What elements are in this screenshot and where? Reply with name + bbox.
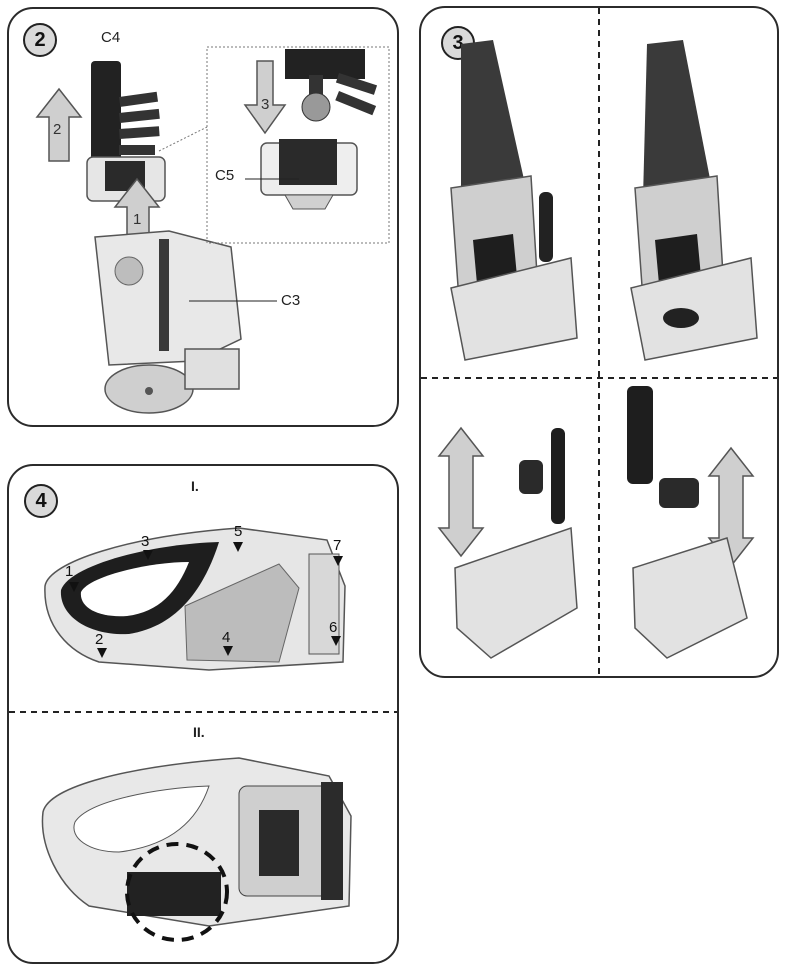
- screw-label: 4: [222, 629, 230, 646]
- detail-box: 3: [158, 46, 390, 244]
- step-badge: 2: [23, 23, 57, 57]
- arrow-number: 2: [53, 121, 61, 138]
- label-c5: C5: [215, 167, 235, 184]
- label-c3: C3: [281, 292, 301, 309]
- screw-label: 7: [333, 537, 341, 554]
- dock-with-tools-right: [627, 386, 755, 659]
- label-c4: C4: [101, 29, 121, 46]
- brush-housing-c3: [94, 230, 277, 414]
- step-2-illustration: 2 1: [35, 46, 390, 414]
- vacuum-body-closed: [44, 527, 346, 671]
- panel-step-4: 4 I. II. 1 2 3 4 5 6 7: [7, 464, 399, 964]
- arrow-number: 1: [133, 211, 141, 228]
- screw-label: 3: [141, 533, 149, 550]
- section-label-ii: II.: [193, 724, 205, 740]
- vacuum-in-dock-right: [630, 40, 758, 361]
- up-arrow-2: 2: [35, 87, 83, 162]
- step-4-illustration: 1 2 3 4 5 6 7: [9, 523, 397, 942]
- brush-c4-part: [86, 61, 166, 202]
- step-badge: 4: [24, 484, 58, 518]
- dock-with-tools-left: [437, 426, 578, 659]
- vacuum-in-dock-left: [450, 40, 578, 361]
- screw-label: 6: [329, 619, 337, 636]
- screw-label: 2: [95, 631, 103, 648]
- arrow-number: 3: [261, 96, 269, 113]
- panel-step-2: 2 2 1: [7, 7, 399, 427]
- step-3-illustration: [421, 8, 777, 676]
- screw-label: 5: [234, 523, 242, 540]
- vacuum-body-open: [41, 757, 352, 942]
- panel-step-3: 3: [419, 6, 779, 678]
- screw-label: 1: [65, 563, 73, 580]
- section-label-i: I.: [191, 478, 199, 494]
- screw-markers: 1 2 3 4 5 6 7: [65, 523, 343, 658]
